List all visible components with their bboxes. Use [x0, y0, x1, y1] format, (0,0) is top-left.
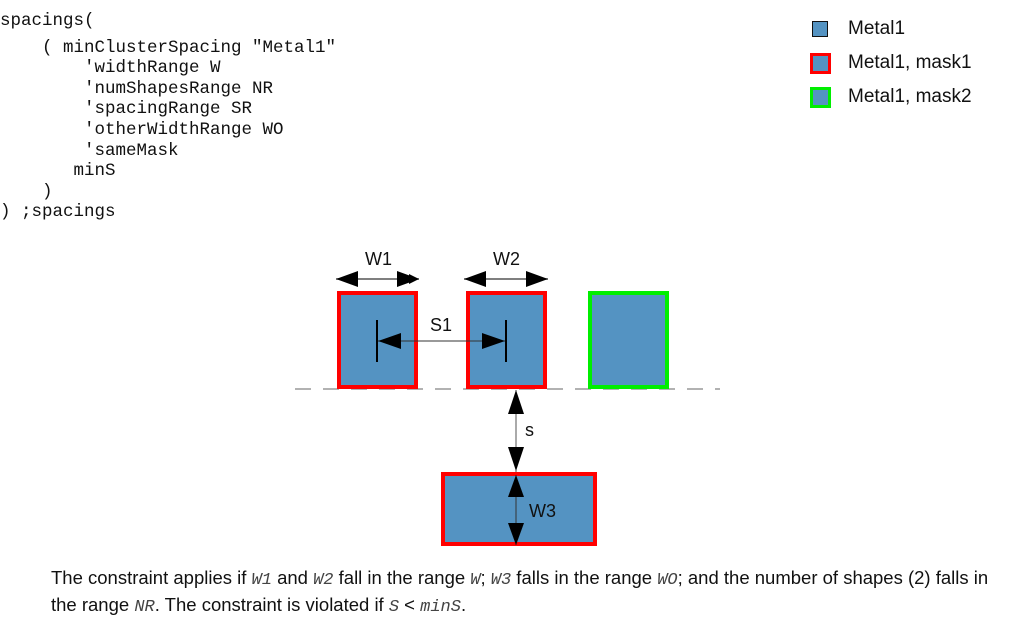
w3-arrow-down-icon [508, 523, 524, 545]
caption-code: minS [420, 598, 461, 617]
code-line: 'sameMask [0, 140, 179, 161]
caption: The constraint applies if W1 and W2 fall… [51, 566, 991, 620]
w3-label: W3 [529, 501, 556, 521]
legend-item-mask1: Metal1, mask1 [810, 46, 972, 80]
w1-arrow-right-icon [397, 271, 419, 287]
caption-code: S [388, 598, 400, 617]
caption-text: ; [480, 567, 491, 588]
s1-arrow-left-icon [378, 333, 401, 349]
caption-code: W3 [490, 571, 512, 590]
s-label: s [525, 420, 534, 440]
w2-arrow-left-icon [464, 271, 486, 287]
legend: Metal1 Metal1, mask1 Metal1, mask2 [810, 12, 972, 114]
legend-label: Metal1 [848, 18, 906, 39]
w2-label: W2 [493, 249, 520, 269]
mask1-swatch-icon [810, 52, 831, 74]
s-arrow-up-icon [508, 390, 524, 414]
shape-mask2 [588, 291, 669, 389]
caption-code: WO [657, 571, 678, 590]
caption-text: fall in the range [333, 567, 471, 588]
code-line: ) ;spacings [0, 202, 116, 223]
caption-code: NR [134, 598, 155, 617]
caption-text: ; and the number of shapes (2) falls in … [51, 567, 989, 615]
legend-item-metal1: Metal1 [812, 12, 972, 46]
s-arrow-down-icon [508, 447, 524, 471]
w1-arrow-left-icon [336, 271, 358, 287]
code-line: ( minClusterSpacing "Metal1" [0, 37, 337, 58]
caption-text: . The constraint is violated if [154, 594, 389, 615]
code-line: 'otherWidthRange WO [0, 119, 284, 140]
s1-label: S1 [430, 315, 452, 335]
caption-text: falls in the range [511, 567, 658, 588]
code-line: spacings( [0, 11, 95, 31]
legend-label: Metal1, mask2 [848, 86, 972, 107]
code-line: 'spacingRange SR [0, 99, 253, 120]
code-line: minS [0, 161, 116, 182]
caption-text: and [271, 567, 314, 588]
w2-arrow-right-icon [526, 271, 548, 287]
legend-item-mask2: Metal1, mask2 [810, 80, 972, 114]
caption-code: W [470, 571, 481, 590]
caption-text: . [460, 594, 467, 615]
w3-arrow-up-icon [508, 475, 524, 497]
s1-arrow-right-icon [482, 333, 505, 349]
metal1-swatch-icon [812, 21, 828, 37]
code-line: ) [0, 181, 53, 202]
caption-code: W1 [251, 571, 272, 590]
caption-text: < [399, 594, 421, 615]
legend-label: Metal1, mask1 [848, 52, 972, 73]
caption-code: W2 [313, 571, 334, 590]
code-block: spacings( ( minClusterSpacing "Metal1" '… [0, 11, 336, 223]
code-line: 'widthRange W [0, 58, 221, 79]
caption-text: The constraint applies if [51, 567, 252, 588]
mask2-swatch-icon [810, 86, 831, 108]
code-line: 'numShapesRange NR [0, 78, 274, 99]
w1-label: W1 [365, 249, 392, 269]
